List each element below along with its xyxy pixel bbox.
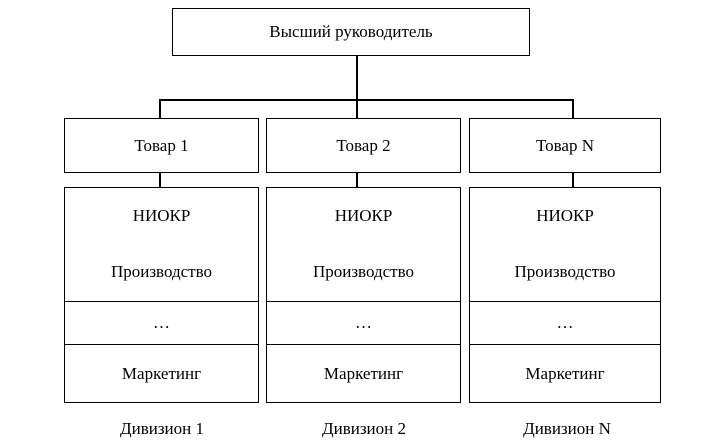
function-production-label-1: Производство [110,261,213,281]
connector-top-vertical [356,56,358,100]
product-label-2: Товар 2 [336,135,391,155]
function-ellipsis-label-2: … [355,313,372,332]
product-box-1: Товар 1 [64,118,259,173]
function-rd-label-n: НИОКР [536,205,594,225]
division-label-n: Дивизион N [523,419,611,438]
function-marketing-label-1: Маркетинг [121,363,202,383]
top-manager-label: Высший руководитель [269,22,433,41]
division-label-2: Дивизион 2 [322,419,406,438]
function-marketing-2: Маркетинг [266,344,461,403]
connector-product-n [572,173,574,187]
connector-divN [572,99,574,118]
connector-horizontal [159,99,574,101]
function-ellipsis-n: … [469,302,661,344]
function-marketing-1: Маркетинг [64,344,259,403]
function-marketing-n: Маркетинг [469,344,661,403]
product-label-n: Товар N [536,135,594,155]
function-ellipsis-2: … [266,302,461,344]
function-production-2: Производство [266,242,461,302]
product-box-2: Товар 2 [266,118,461,173]
connector-div1 [159,99,161,118]
function-marketing-label-2: Маркетинг [323,363,404,383]
function-marketing-label-n: Маркетинг [525,363,605,383]
function-rd-label-2: НИОКР [334,205,393,225]
function-rd-1: НИОКР [64,187,259,244]
connector-product-1 [159,173,161,187]
connector-div2 [356,99,358,118]
function-ellipsis-1: … [64,302,259,344]
function-rd-label-1: НИОКР [132,205,191,225]
top-manager-box: Высший руководитель [172,8,530,56]
connector-product-2 [356,173,358,187]
function-ellipsis-label-n: … [556,313,574,332]
function-production-1: Производство [64,242,259,302]
function-production-label-2: Производство [312,261,415,281]
function-rd-2: НИОКР [266,187,461,244]
function-production-label-n: Производство [514,261,616,281]
function-production-n: Производство [469,242,661,302]
function-ellipsis-label-1: … [153,313,170,332]
product-label-1: Товар 1 [134,135,189,155]
function-rd-n: НИОКР [469,187,661,244]
product-box-n: Товар N [469,118,661,173]
division-label-1: Дивизион 1 [120,419,204,438]
